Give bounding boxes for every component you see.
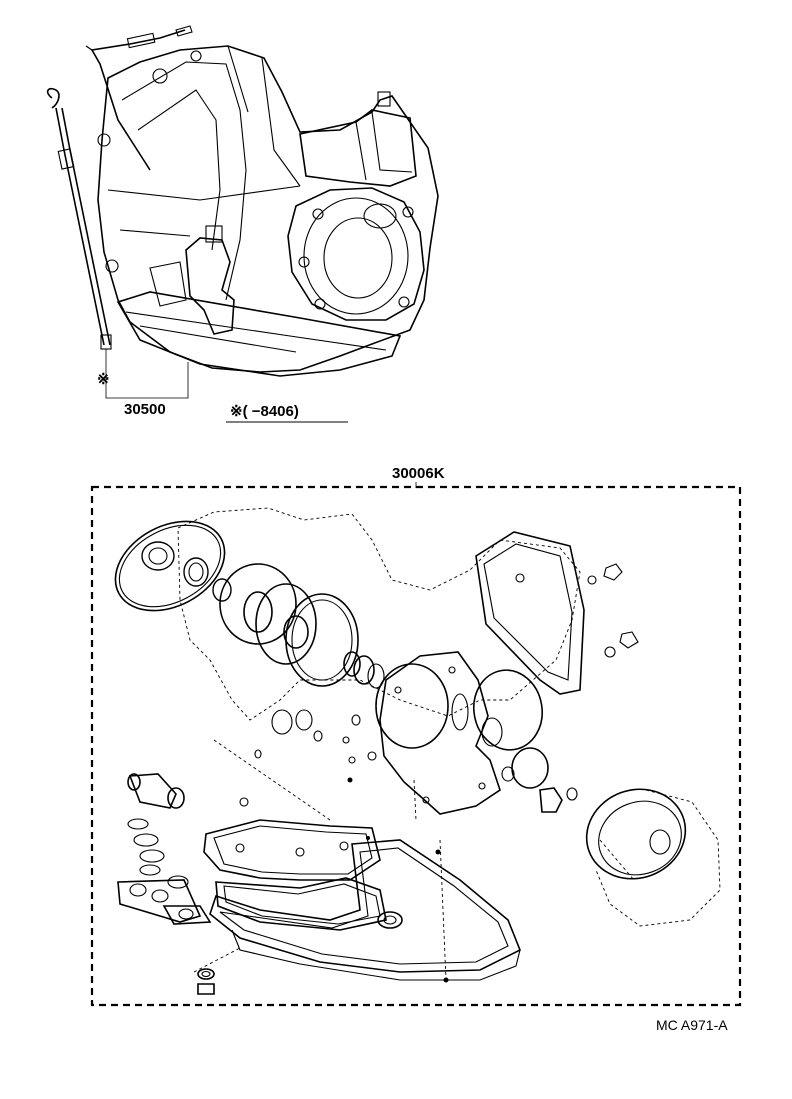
range-note: ※( −8406) bbox=[230, 403, 299, 420]
dipstick bbox=[46, 87, 112, 372]
assembly-label: 30500 bbox=[124, 401, 166, 418]
shift-cable bbox=[85, 25, 193, 171]
gasket-kit-boundary bbox=[90, 485, 742, 1007]
end-cover bbox=[287, 187, 425, 321]
oil-pan bbox=[116, 291, 402, 377]
oil-pan-gasket bbox=[209, 839, 522, 973]
kit-symbol-mark: ※ bbox=[97, 371, 110, 388]
figure-code: MC A971-A bbox=[656, 1017, 728, 1033]
gasket-kit-label: 30006K bbox=[392, 465, 445, 482]
valve-cover-gasket bbox=[475, 531, 585, 695]
transmission-assembly bbox=[46, 25, 439, 399]
gasket-kit-parts bbox=[114, 507, 721, 995]
